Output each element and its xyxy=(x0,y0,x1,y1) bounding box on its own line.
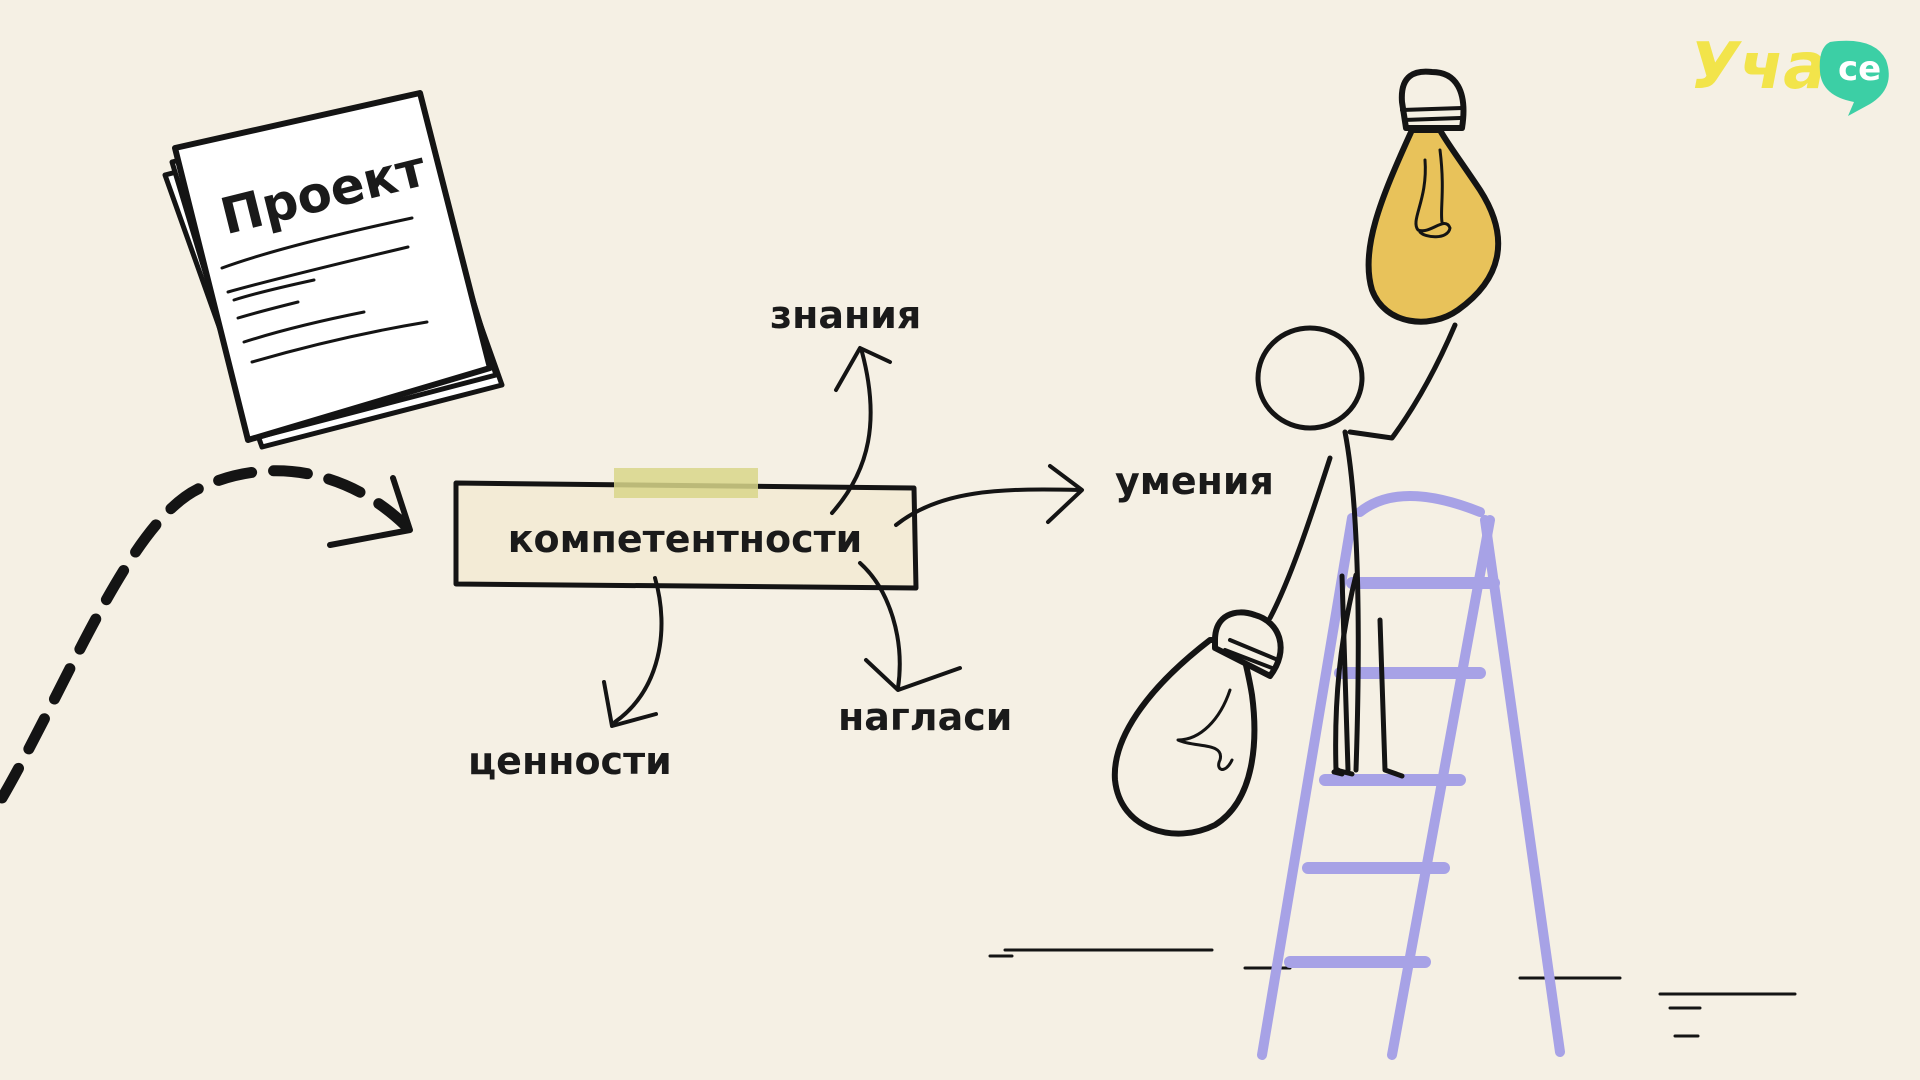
label-attitudes: нагласи xyxy=(838,695,1012,739)
stick-figure-icon xyxy=(1255,322,1458,779)
arrow-right-icon xyxy=(894,487,1082,527)
logo-badge-icon xyxy=(1819,40,1889,116)
label-skills: умения xyxy=(1115,459,1274,503)
label-knowledge: знания xyxy=(770,293,921,337)
unlit-bulb-icon xyxy=(1111,609,1284,837)
label-values: ценности xyxy=(468,739,672,783)
arrow-up-icon xyxy=(830,350,873,515)
arrow-down-left-icon xyxy=(613,576,664,724)
arrow-down-right-icon xyxy=(858,561,902,690)
competences-box: компетентности xyxy=(453,468,919,591)
dashed-arrow-icon xyxy=(0,465,414,804)
logo: Уча се xyxy=(1690,30,1889,116)
tape-strip xyxy=(614,468,758,498)
document-stack-icon: Проект xyxy=(162,90,505,450)
logo-text: Уча xyxy=(1690,30,1826,104)
center-label: компетентности xyxy=(508,517,863,561)
lit-bulb-icon xyxy=(1365,68,1502,325)
branch-arrows xyxy=(602,346,1084,728)
logo-badge-text: се xyxy=(1838,49,1881,89)
ground-lines xyxy=(988,948,1797,1038)
ladder-icon xyxy=(1257,491,1565,1060)
